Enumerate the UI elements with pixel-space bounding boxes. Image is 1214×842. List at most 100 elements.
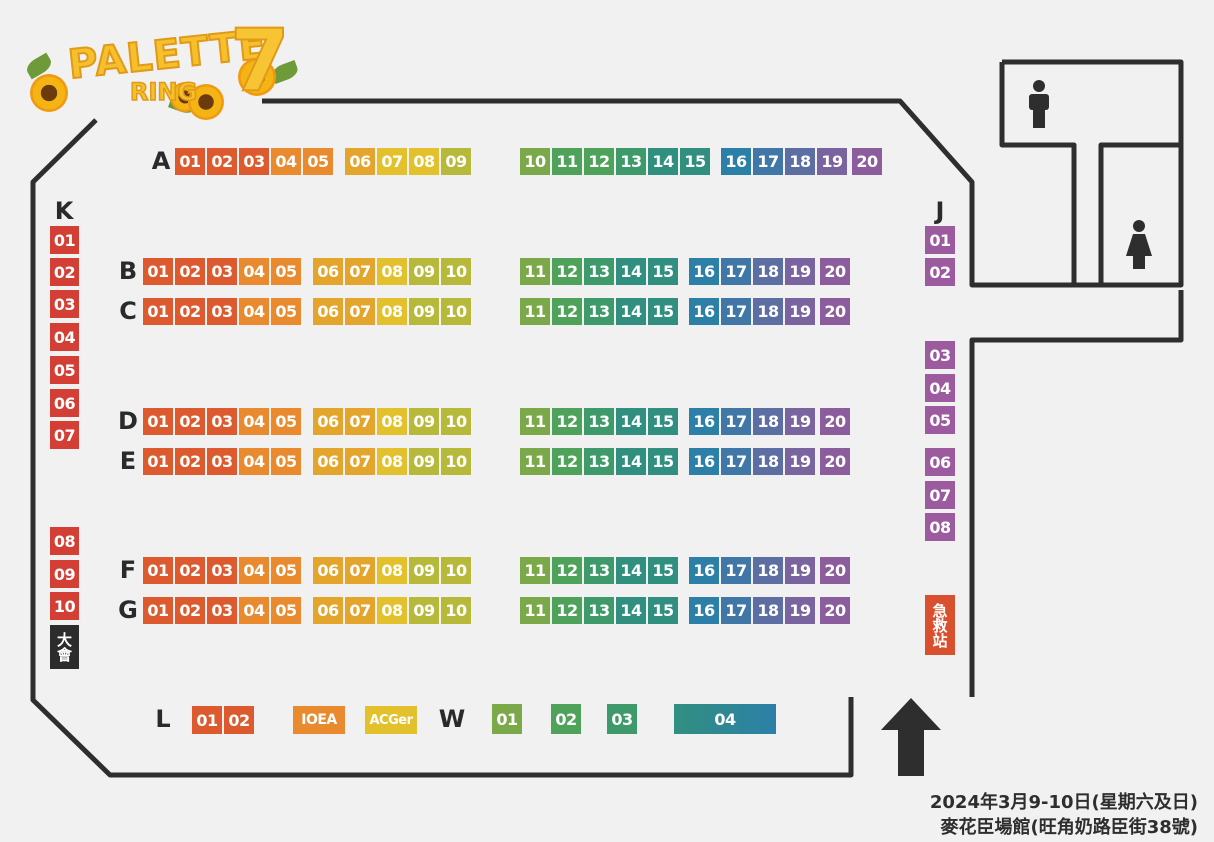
booth-J-08[interactable]: 08	[925, 513, 955, 541]
booth-E-04[interactable]: 04	[239, 448, 269, 475]
booth-E-18[interactable]: 18	[753, 448, 783, 475]
booth-C-10[interactable]: 10	[441, 298, 471, 325]
booth-K-01[interactable]: 01	[50, 226, 79, 254]
booth-E-12[interactable]: 12	[552, 448, 582, 475]
booth-B-04[interactable]: 04	[239, 258, 269, 285]
booth-B-06[interactable]: 06	[313, 258, 343, 285]
booth-C-16[interactable]: 16	[689, 298, 719, 325]
booth-E-14[interactable]: 14	[616, 448, 646, 475]
booth-B-13[interactable]: 13	[584, 258, 614, 285]
booth-G-08[interactable]: 08	[377, 597, 407, 624]
booth-A-20[interactable]: 20	[852, 148, 882, 175]
booth-D-09[interactable]: 09	[409, 408, 439, 435]
booth-F-04[interactable]: 04	[239, 557, 269, 584]
booth-A-06[interactable]: 06	[345, 148, 375, 175]
booth-A-01[interactable]: 01	[175, 148, 205, 175]
booth-A-17[interactable]: 17	[753, 148, 783, 175]
booth-K-08[interactable]: 08	[50, 527, 79, 555]
booth-D-12[interactable]: 12	[552, 408, 582, 435]
booth-E-13[interactable]: 13	[584, 448, 614, 475]
booth-F-20[interactable]: 20	[820, 557, 850, 584]
booth-D-20[interactable]: 20	[820, 408, 850, 435]
booth-C-14[interactable]: 14	[616, 298, 646, 325]
booth-C-03[interactable]: 03	[207, 298, 237, 325]
booth-E-16[interactable]: 16	[689, 448, 719, 475]
booth-D-03[interactable]: 03	[207, 408, 237, 435]
booth-F-02[interactable]: 02	[175, 557, 205, 584]
booth-G-10[interactable]: 10	[441, 597, 471, 624]
booth-A-12[interactable]: 12	[584, 148, 614, 175]
booth-G-16[interactable]: 16	[689, 597, 719, 624]
booth-K-02[interactable]: 02	[50, 258, 79, 286]
booth-F-05[interactable]: 05	[271, 557, 301, 584]
booth-A-18[interactable]: 18	[785, 148, 815, 175]
booth-J-03[interactable]: 03	[925, 341, 955, 369]
booth-K-04[interactable]: 04	[50, 323, 79, 351]
booth-D-16[interactable]: 16	[689, 408, 719, 435]
booth-A-13[interactable]: 13	[616, 148, 646, 175]
booth-B-07[interactable]: 07	[345, 258, 375, 285]
booth-K-03[interactable]: 03	[50, 290, 79, 318]
booth-A-15[interactable]: 15	[680, 148, 710, 175]
booth-F-18[interactable]: 18	[753, 557, 783, 584]
booth-G-14[interactable]: 14	[616, 597, 646, 624]
booth-F-01[interactable]: 01	[143, 557, 173, 584]
booth-J-01[interactable]: 01	[925, 226, 955, 254]
booth-A-11[interactable]: 11	[552, 148, 582, 175]
booth-C-17[interactable]: 17	[721, 298, 751, 325]
booth-L-01[interactable]: 01	[192, 706, 222, 734]
booth-acger[interactable]: ACGer	[365, 706, 417, 734]
booth-F-17[interactable]: 17	[721, 557, 751, 584]
booth-B-05[interactable]: 05	[271, 258, 301, 285]
booth-G-03[interactable]: 03	[207, 597, 237, 624]
booth-F-15[interactable]: 15	[648, 557, 678, 584]
booth-G-17[interactable]: 17	[721, 597, 751, 624]
booth-E-06[interactable]: 06	[313, 448, 343, 475]
booth-B-15[interactable]: 15	[648, 258, 678, 285]
booth-A-03[interactable]: 03	[239, 148, 269, 175]
booth-C-18[interactable]: 18	[753, 298, 783, 325]
booth-G-02[interactable]: 02	[175, 597, 205, 624]
booth-W-03[interactable]: 03	[607, 704, 637, 734]
booth-E-09[interactable]: 09	[409, 448, 439, 475]
booth-K-10[interactable]: 10	[50, 592, 79, 620]
booth-D-10[interactable]: 10	[441, 408, 471, 435]
booth-A-16[interactable]: 16	[721, 148, 751, 175]
booth-A-08[interactable]: 08	[409, 148, 439, 175]
booth-G-06[interactable]: 06	[313, 597, 343, 624]
booth-B-11[interactable]: 11	[520, 258, 550, 285]
booth-E-07[interactable]: 07	[345, 448, 375, 475]
booth-C-11[interactable]: 11	[520, 298, 550, 325]
booth-B-10[interactable]: 10	[441, 258, 471, 285]
booth-F-13[interactable]: 13	[584, 557, 614, 584]
booth-G-05[interactable]: 05	[271, 597, 301, 624]
booth-A-09[interactable]: 09	[441, 148, 471, 175]
booth-F-06[interactable]: 06	[313, 557, 343, 584]
booth-F-19[interactable]: 19	[785, 557, 815, 584]
booth-D-13[interactable]: 13	[584, 408, 614, 435]
booth-A-14[interactable]: 14	[648, 148, 678, 175]
booth-F-08[interactable]: 08	[377, 557, 407, 584]
booth-C-05[interactable]: 05	[271, 298, 301, 325]
booth-K-09[interactable]: 09	[50, 560, 79, 588]
booth-B-19[interactable]: 19	[785, 258, 815, 285]
booth-K-07[interactable]: 07	[50, 421, 79, 449]
booth-C-20[interactable]: 20	[820, 298, 850, 325]
booth-C-12[interactable]: 12	[552, 298, 582, 325]
booth-E-20[interactable]: 20	[820, 448, 850, 475]
booth-F-03[interactable]: 03	[207, 557, 237, 584]
booth-B-12[interactable]: 12	[552, 258, 582, 285]
booth-A-04[interactable]: 04	[271, 148, 301, 175]
booth-J-04[interactable]: 04	[925, 374, 955, 402]
booth-E-15[interactable]: 15	[648, 448, 678, 475]
booth-D-04[interactable]: 04	[239, 408, 269, 435]
booth-D-06[interactable]: 06	[313, 408, 343, 435]
booth-A-05[interactable]: 05	[303, 148, 333, 175]
booth-G-07[interactable]: 07	[345, 597, 375, 624]
booth-F-14[interactable]: 14	[616, 557, 646, 584]
booth-G-19[interactable]: 19	[785, 597, 815, 624]
booth-G-15[interactable]: 15	[648, 597, 678, 624]
booth-G-12[interactable]: 12	[552, 597, 582, 624]
booth-F-09[interactable]: 09	[409, 557, 439, 584]
booth-J-05[interactable]: 05	[925, 406, 955, 434]
